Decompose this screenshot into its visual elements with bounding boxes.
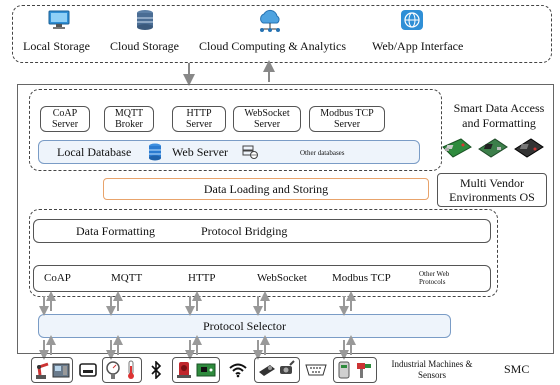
- coap-server-box: CoAP Server: [40, 106, 90, 132]
- monitor-icon: [47, 10, 71, 30]
- actuator-icon: [355, 360, 373, 380]
- device-group-1: [31, 357, 73, 383]
- protocol-websocket: WebSocket: [257, 272, 307, 284]
- thermometer-icon: [124, 360, 138, 380]
- router-icon: [79, 361, 97, 379]
- valve-icon: [175, 360, 193, 380]
- other-databases-label: Other databases: [300, 149, 345, 157]
- cloud-network-icon: [256, 9, 284, 33]
- multi-vendor-os-box: Multi Vendor Environments OS: [437, 173, 547, 207]
- device-group-2: [102, 357, 142, 383]
- data-loading-box: Data Loading and Storing: [103, 178, 429, 200]
- board-arduino-icon: [477, 135, 509, 161]
- top-services-bar: [12, 5, 552, 63]
- database-cylinder-icon: [148, 143, 162, 161]
- board-raspberry-icon: [441, 135, 473, 161]
- device-group-3: [172, 357, 220, 383]
- web-server-icon: [242, 144, 258, 160]
- protocol-mqtt: MQTT: [111, 272, 143, 284]
- serial-port-icon: [305, 363, 327, 377]
- globe-icon: [400, 9, 424, 31]
- bluetooth-icon: [150, 361, 162, 379]
- protocol-bridging-label: Protocol Bridging: [201, 224, 288, 238]
- local-database-bar: [38, 140, 420, 164]
- device-group-5: [333, 357, 377, 383]
- modbus-tcp-server-box: Modbus TCP Server: [309, 106, 385, 132]
- smc-label: SMC: [504, 362, 530, 376]
- controller-board-icon: [196, 362, 216, 378]
- protocol-http: HTTP: [188, 272, 216, 284]
- database-icon: [135, 9, 155, 31]
- board-beagle-icon: [513, 135, 545, 161]
- http-server-box: HTTP Server: [172, 106, 226, 132]
- protocol-modbus-tcp: Modbus TCP: [332, 272, 391, 284]
- top-item-web-app: Web/App Interface: [372, 39, 464, 53]
- pump-icon: [336, 360, 352, 380]
- mqtt-broker-box: MQTT Broker: [104, 106, 154, 132]
- industrial-machines-label: Industrial Machines & Sensors: [391, 359, 473, 380]
- machine-icon: [52, 361, 70, 379]
- device-group-4: [254, 357, 300, 383]
- sensor-icon: [258, 362, 276, 378]
- smart-data-access-title: Smart Data Access and Formatting: [453, 101, 545, 130]
- top-item-cloud-storage: Cloud Storage: [110, 39, 179, 53]
- wifi-icon: [228, 362, 248, 378]
- top-item-local-storage: Local Storage: [23, 39, 90, 53]
- robot-arm-icon: [34, 360, 52, 380]
- data-formatting-label: Data Formatting: [76, 224, 155, 238]
- local-database-label: Local Database: [57, 145, 132, 159]
- server-container: [29, 89, 442, 171]
- websocket-server-box: WebSocket Server: [233, 106, 301, 132]
- protocol-coap: CoAP: [44, 272, 71, 284]
- web-server-label: Web Server: [172, 145, 229, 159]
- protocol-selector-box: Protocol Selector: [38, 314, 451, 338]
- formatting-bar: [33, 219, 491, 243]
- camera-sensor-icon: [278, 360, 296, 378]
- smc-main-frame: [17, 84, 554, 354]
- gauge-icon: [105, 360, 121, 380]
- top-item-cloud-computing: Cloud Computing & Analytics: [199, 39, 347, 53]
- protocol-other-web: Other Web Protocols: [419, 270, 450, 286]
